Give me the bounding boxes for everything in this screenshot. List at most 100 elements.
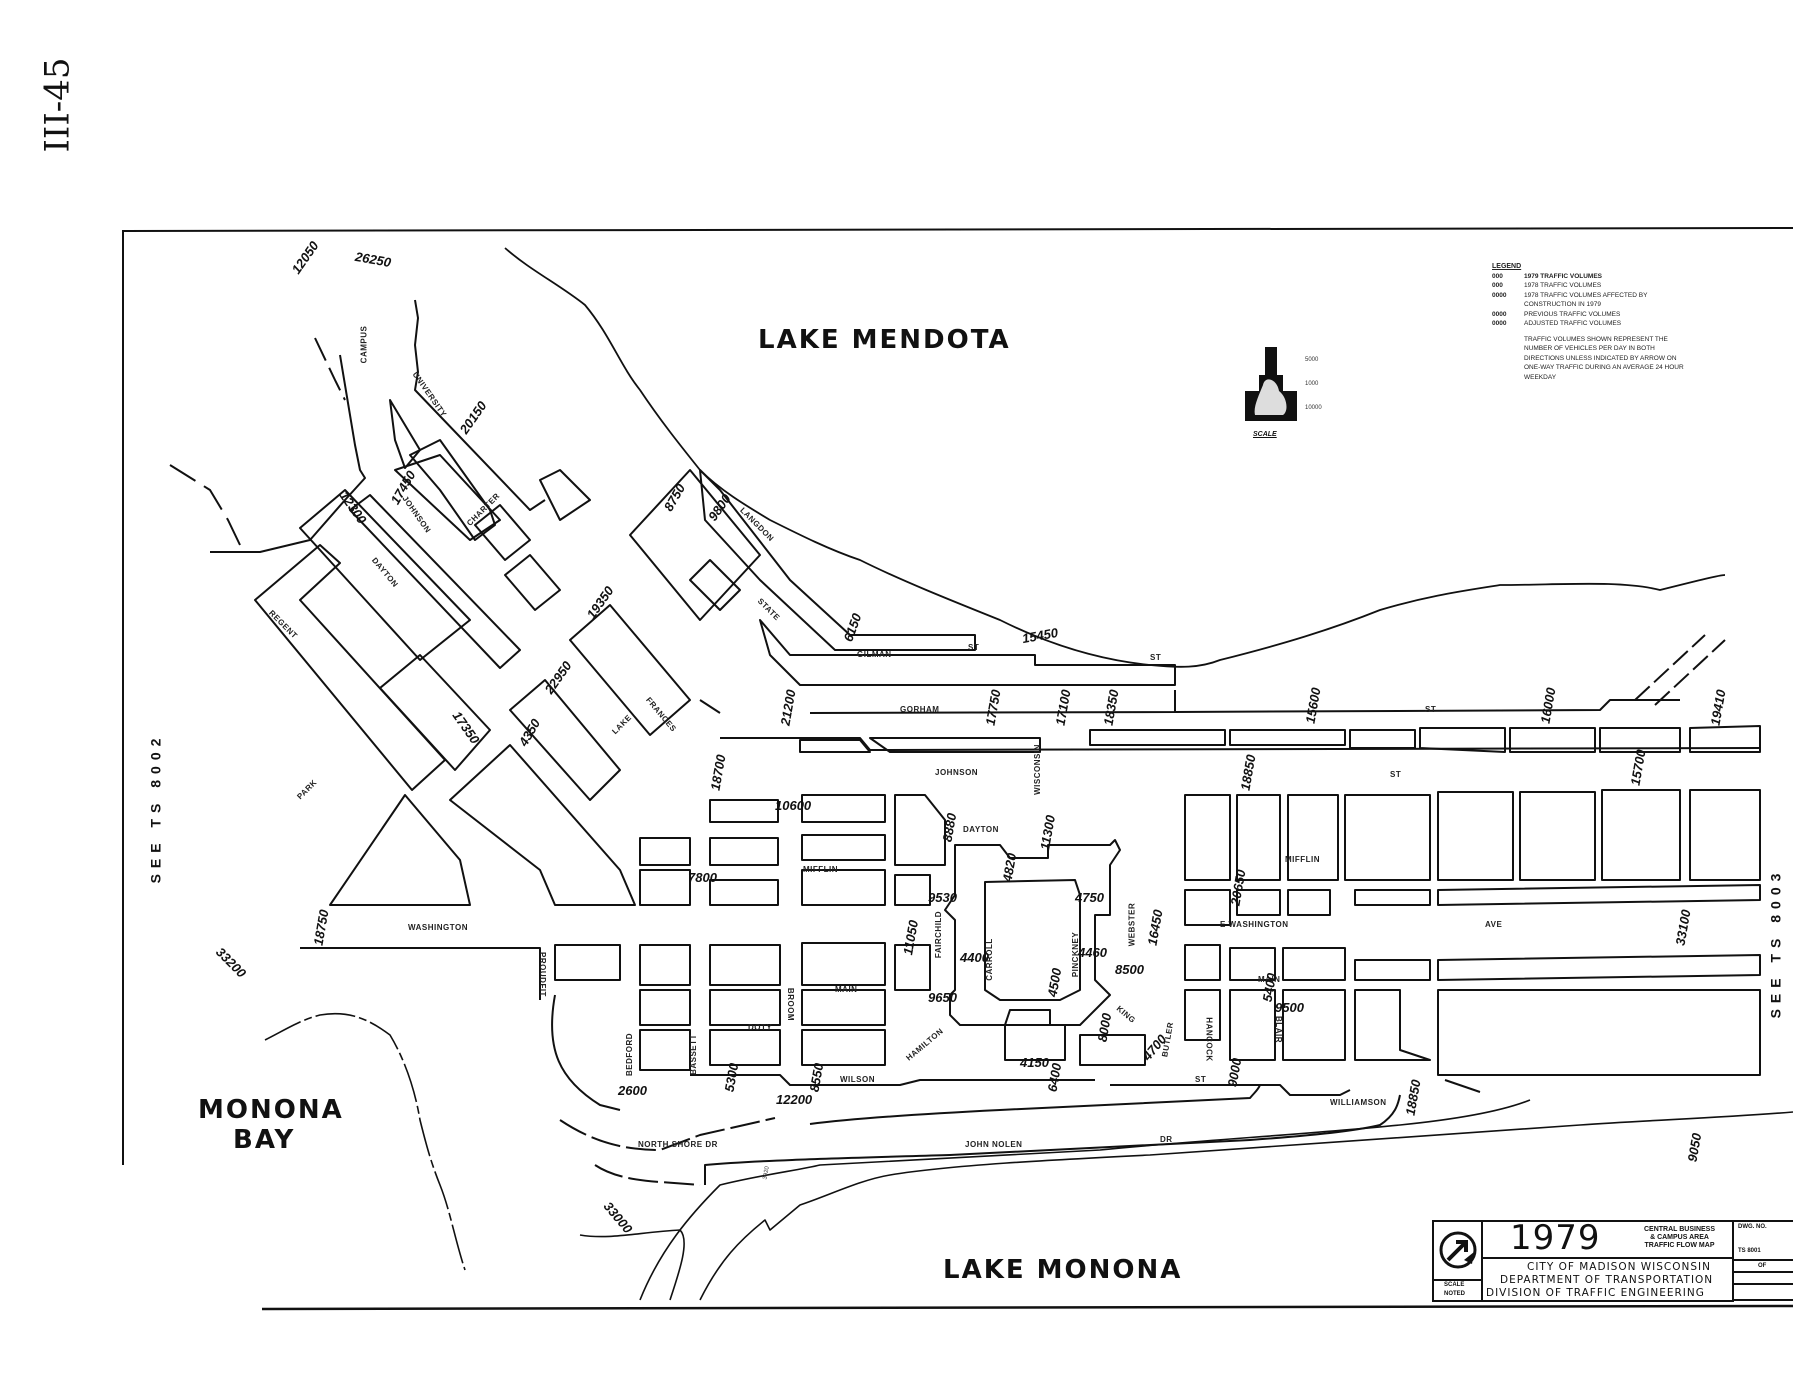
traffic-volume: 4460 bbox=[1078, 945, 1107, 960]
traffic-volume: 9650 bbox=[928, 990, 957, 1005]
traffic-volume: 10600 bbox=[775, 798, 812, 813]
campus-dr-west-dashed bbox=[169, 464, 241, 546]
lake-monona-shoreline-3 bbox=[639, 1099, 1531, 1301]
lake-mendota-shoreline bbox=[504, 247, 1726, 668]
street-label-wilson: WILSON bbox=[840, 1075, 875, 1084]
campus-dr-west-edge bbox=[314, 337, 346, 401]
block-w-12 bbox=[1004, 1024, 1066, 1061]
john-nolen-dr-south-edge bbox=[704, 1094, 1401, 1185]
block-c-10 bbox=[894, 874, 931, 906]
lake-monona-shoreline bbox=[579, 1229, 685, 1301]
block-w-1 bbox=[554, 944, 621, 981]
street-label-hancock: HANCOCK bbox=[1204, 1017, 1214, 1062]
blair-diagonal bbox=[1444, 1079, 1481, 1093]
lake-monona-shoreline-2 bbox=[699, 1111, 1793, 1301]
traffic-volume: 9500 bbox=[1275, 1000, 1304, 1015]
block-gorham-johnson-3 bbox=[1089, 729, 1226, 746]
street-label-campus: CAMPUS bbox=[359, 325, 369, 364]
block-langdon bbox=[699, 469, 976, 651]
traffic-volume: 8500 bbox=[1115, 962, 1144, 977]
title-block: SCALE NOTED 1979 CENTRAL BUSINESS & CAMP… bbox=[1432, 1218, 1793, 1302]
block-w-6 bbox=[639, 989, 691, 1026]
legend-title: LEGEND bbox=[1492, 263, 1522, 270]
traffic-volume: 4400 bbox=[960, 950, 989, 965]
title-block-division: DIVISION OF TRAFFIC ENGINEERING bbox=[1486, 1287, 1705, 1299]
block-w-9 bbox=[639, 1029, 691, 1071]
traffic-volume: 7800 bbox=[688, 870, 717, 885]
block-doty-e-4 bbox=[1354, 989, 1431, 1061]
wilson-north-edge bbox=[690, 1074, 1095, 1086]
block-johnson-mid bbox=[349, 494, 521, 669]
scale-bar-icon bbox=[1245, 347, 1297, 421]
map-frame-bottom bbox=[261, 1304, 1793, 1311]
block-gorham-johnson-4 bbox=[1229, 729, 1346, 746]
capitol-square-outer bbox=[944, 839, 1121, 1026]
block-row-gorham-johnson bbox=[720, 737, 1761, 751]
title-block-year: 1979 bbox=[1510, 1218, 1601, 1258]
street-label-broom: BROOM bbox=[786, 987, 796, 1022]
block-doty-e-2 bbox=[1229, 989, 1276, 1061]
legend-symbol: 000 bbox=[1492, 272, 1503, 280]
street-label-fairchild: FAIRCHILD bbox=[934, 910, 944, 959]
street-label-st-1: ST bbox=[968, 643, 980, 652]
lake-monona-label: LAKE MONONA bbox=[943, 1255, 1183, 1285]
block-c-4 bbox=[639, 837, 691, 866]
street-label-mifflin: MIFFLIN bbox=[803, 865, 839, 874]
block-main-e-3 bbox=[1282, 947, 1346, 981]
block-c-7 bbox=[801, 834, 886, 861]
street-label-dayton: DAYTON bbox=[963, 825, 999, 834]
street-label-gilman: GILMAN bbox=[857, 650, 892, 659]
traffic-volume: 9530 bbox=[928, 890, 957, 905]
block-dayton-e-3 bbox=[1287, 794, 1339, 881]
see-ts-8003-label: SEE TS 8003 bbox=[1767, 867, 1784, 1019]
street-label-proudfit: PROUDFIT bbox=[537, 952, 547, 997]
street-label-washington: WASHINGTON bbox=[408, 923, 468, 932]
block-state-gilman bbox=[629, 469, 761, 621]
scale-label: SCALE bbox=[1253, 431, 1277, 438]
street-label-john-nolen: JOHN NOLEN bbox=[965, 1140, 1023, 1149]
street-label-blair: BLAIR bbox=[1273, 1016, 1283, 1043]
block-frances bbox=[509, 679, 621, 801]
john-nolen-dr-north-edge bbox=[809, 1084, 1261, 1125]
block-university-east bbox=[394, 454, 501, 541]
block-dayton-e-8 bbox=[1689, 789, 1761, 881]
block-dayton-e-2 bbox=[1236, 794, 1281, 881]
block-w-11 bbox=[801, 1029, 886, 1066]
traffic-volume: 2600 bbox=[618, 1083, 647, 1098]
legend-symbol: 0000 bbox=[1492, 320, 1507, 327]
scale-value-1: 5000 bbox=[1305, 357, 1319, 363]
legend-label: PREVIOUS TRAFFIC VOLUMES bbox=[1524, 310, 1621, 318]
block-gorham-johnson-9 bbox=[1689, 725, 1761, 753]
block-park-east bbox=[379, 654, 491, 771]
street-label-johnson: JOHNSON bbox=[935, 768, 979, 777]
legend-label: ADJUSTED TRAFFIC VOLUMES bbox=[1524, 320, 1622, 327]
block-mifflin-e-2 bbox=[1236, 889, 1281, 916]
street-label-north-shore-dr: NORTH SHORE DR bbox=[638, 1140, 718, 1149]
capitol-square-inner bbox=[984, 879, 1081, 1001]
scale-symbol: 5000 1000 10000 SCALE bbox=[1243, 345, 1338, 445]
legend-label: 1978 TRAFFIC VOLUMES AFFECTED BY CONSTRU… bbox=[1524, 291, 1648, 309]
page-number-text: III-45 bbox=[37, 57, 78, 153]
block-doty-e-5 bbox=[1437, 989, 1761, 1076]
monona-bay-shoreline bbox=[264, 1012, 466, 1271]
traffic-volume: 4750 bbox=[1075, 890, 1104, 905]
block-doty-e-3 bbox=[1282, 989, 1346, 1061]
monona-bay-label-line1: MONONA bbox=[198, 1095, 344, 1125]
title-block-city: CITY OF MADISON WISCONSIN bbox=[1527, 1261, 1711, 1273]
proudfit-curve bbox=[551, 994, 621, 1111]
title-block-department: DEPARTMENT OF TRANSPORTATION bbox=[1500, 1274, 1714, 1286]
block-c-5 bbox=[639, 869, 691, 906]
map-frame-top bbox=[121, 227, 1793, 232]
street-label-st-4: ST bbox=[1390, 770, 1402, 779]
block-w-8 bbox=[801, 989, 886, 1026]
block-regent-park bbox=[254, 544, 446, 791]
washington-south-edge-w bbox=[300, 947, 541, 1000]
title-block-subtitle-line: & CAMPUS AREA bbox=[1650, 1234, 1709, 1241]
block-gorham-johnson-8 bbox=[1599, 727, 1681, 753]
title-block-scale-label: SCALE bbox=[1444, 1282, 1465, 1288]
title-block-frame bbox=[1432, 1220, 1793, 1302]
block-mifflin-e-1 bbox=[1184, 889, 1231, 926]
